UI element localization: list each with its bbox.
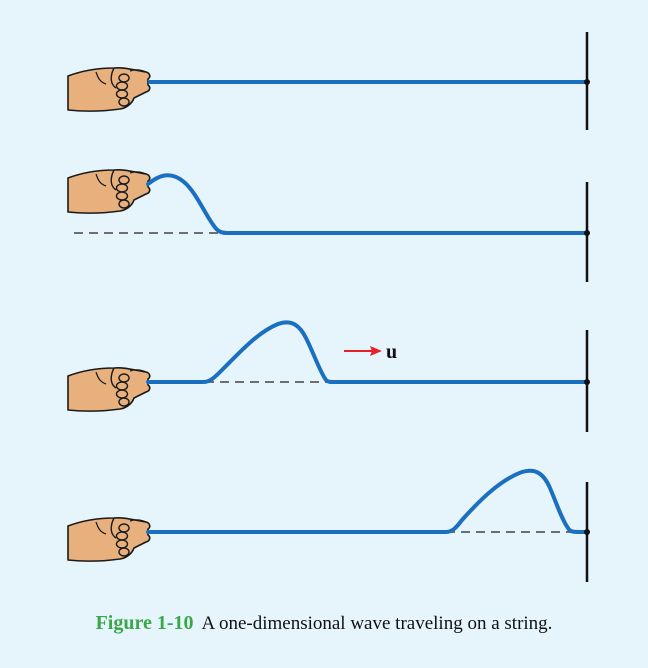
hand-icon [67, 169, 151, 214]
hand-icon [67, 67, 151, 112]
panel-3: u [67, 320, 590, 432]
attachment-point [584, 379, 590, 385]
velocity-arrow [344, 346, 382, 356]
string [146, 173, 589, 235]
panel-4 [67, 468, 590, 582]
panel-2 [67, 169, 590, 282]
figure-caption: Figure 1-10 A one-dimensional wave travel… [0, 612, 648, 635]
hand-icon [67, 517, 151, 562]
attachment-point [584, 529, 590, 535]
string [146, 468, 589, 534]
attachment-point [584, 79, 590, 85]
velocity-label: u [386, 341, 397, 363]
caption-label: Figure 1-10 [95, 612, 194, 634]
panel-1 [67, 32, 590, 130]
hand-icon [67, 367, 151, 412]
attachment-point [584, 230, 590, 236]
string [146, 320, 589, 384]
caption-text: A one-dimensional wave traveling on a st… [201, 613, 553, 634]
